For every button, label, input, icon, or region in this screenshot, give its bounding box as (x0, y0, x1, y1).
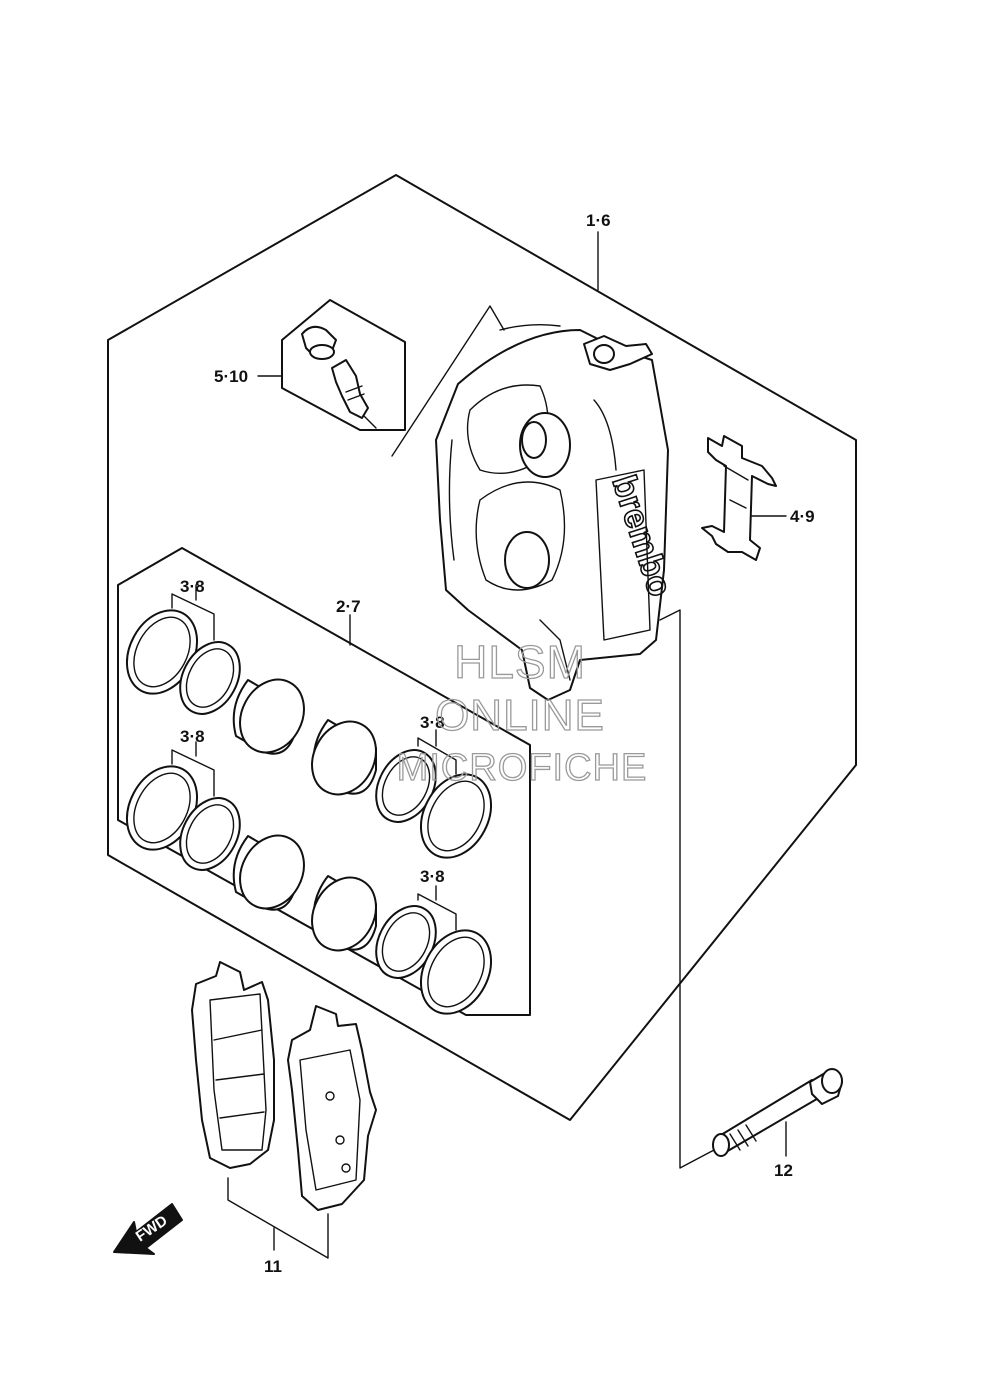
watermark-line-1: HLSM (454, 636, 586, 688)
bleeder-cap (301, 325, 337, 360)
fwd-arrow-icon: FWD (113, 1203, 183, 1255)
piston-set-boundary (117, 547, 531, 1016)
brake-pad-left (191, 961, 275, 1169)
callout-1-6: 1·6 (586, 211, 611, 230)
callout-3-8-c: 3·8 (180, 727, 205, 746)
assembly-boundary (107, 174, 857, 1121)
callout-4-9: 4·9 (790, 507, 815, 526)
caliper-body: brembo (435, 323, 680, 701)
watermark-line-3: MICROFICHE (397, 747, 648, 789)
watermark: HLSM ONLINE MICROFICHE (396, 635, 648, 789)
seal-group-a (125, 584, 241, 715)
callout-3-8-d: 3·8 (420, 867, 445, 886)
piston-a1 (232, 678, 305, 755)
bolt-bracket (659, 609, 715, 1169)
bolt (712, 1068, 843, 1157)
callout-12: 12 (774, 1161, 793, 1180)
seal-group-b (375, 729, 493, 859)
bleeder-pointer (391, 305, 505, 457)
seal-group-c (125, 741, 241, 871)
piston-a2 (311, 719, 377, 796)
bleeder-boundary (281, 299, 406, 431)
callout-3-8-b: 3·8 (420, 713, 445, 732)
brake-pad-right (287, 1005, 377, 1211)
seal-group-d (375, 885, 493, 1015)
bleeder-screw (331, 359, 377, 429)
watermark-line-2: ONLINE (435, 691, 605, 740)
callout-11: 11 (264, 1257, 282, 1276)
callout-5-10: 5·10 (214, 367, 248, 386)
pad-bracket (227, 1177, 329, 1259)
callout-3-8-a: 3·8 (180, 577, 205, 596)
pad-spring (701, 435, 777, 561)
piston-b2 (311, 875, 377, 952)
callout-2-7: 2·7 (336, 597, 361, 616)
piston-b1 (232, 834, 305, 911)
